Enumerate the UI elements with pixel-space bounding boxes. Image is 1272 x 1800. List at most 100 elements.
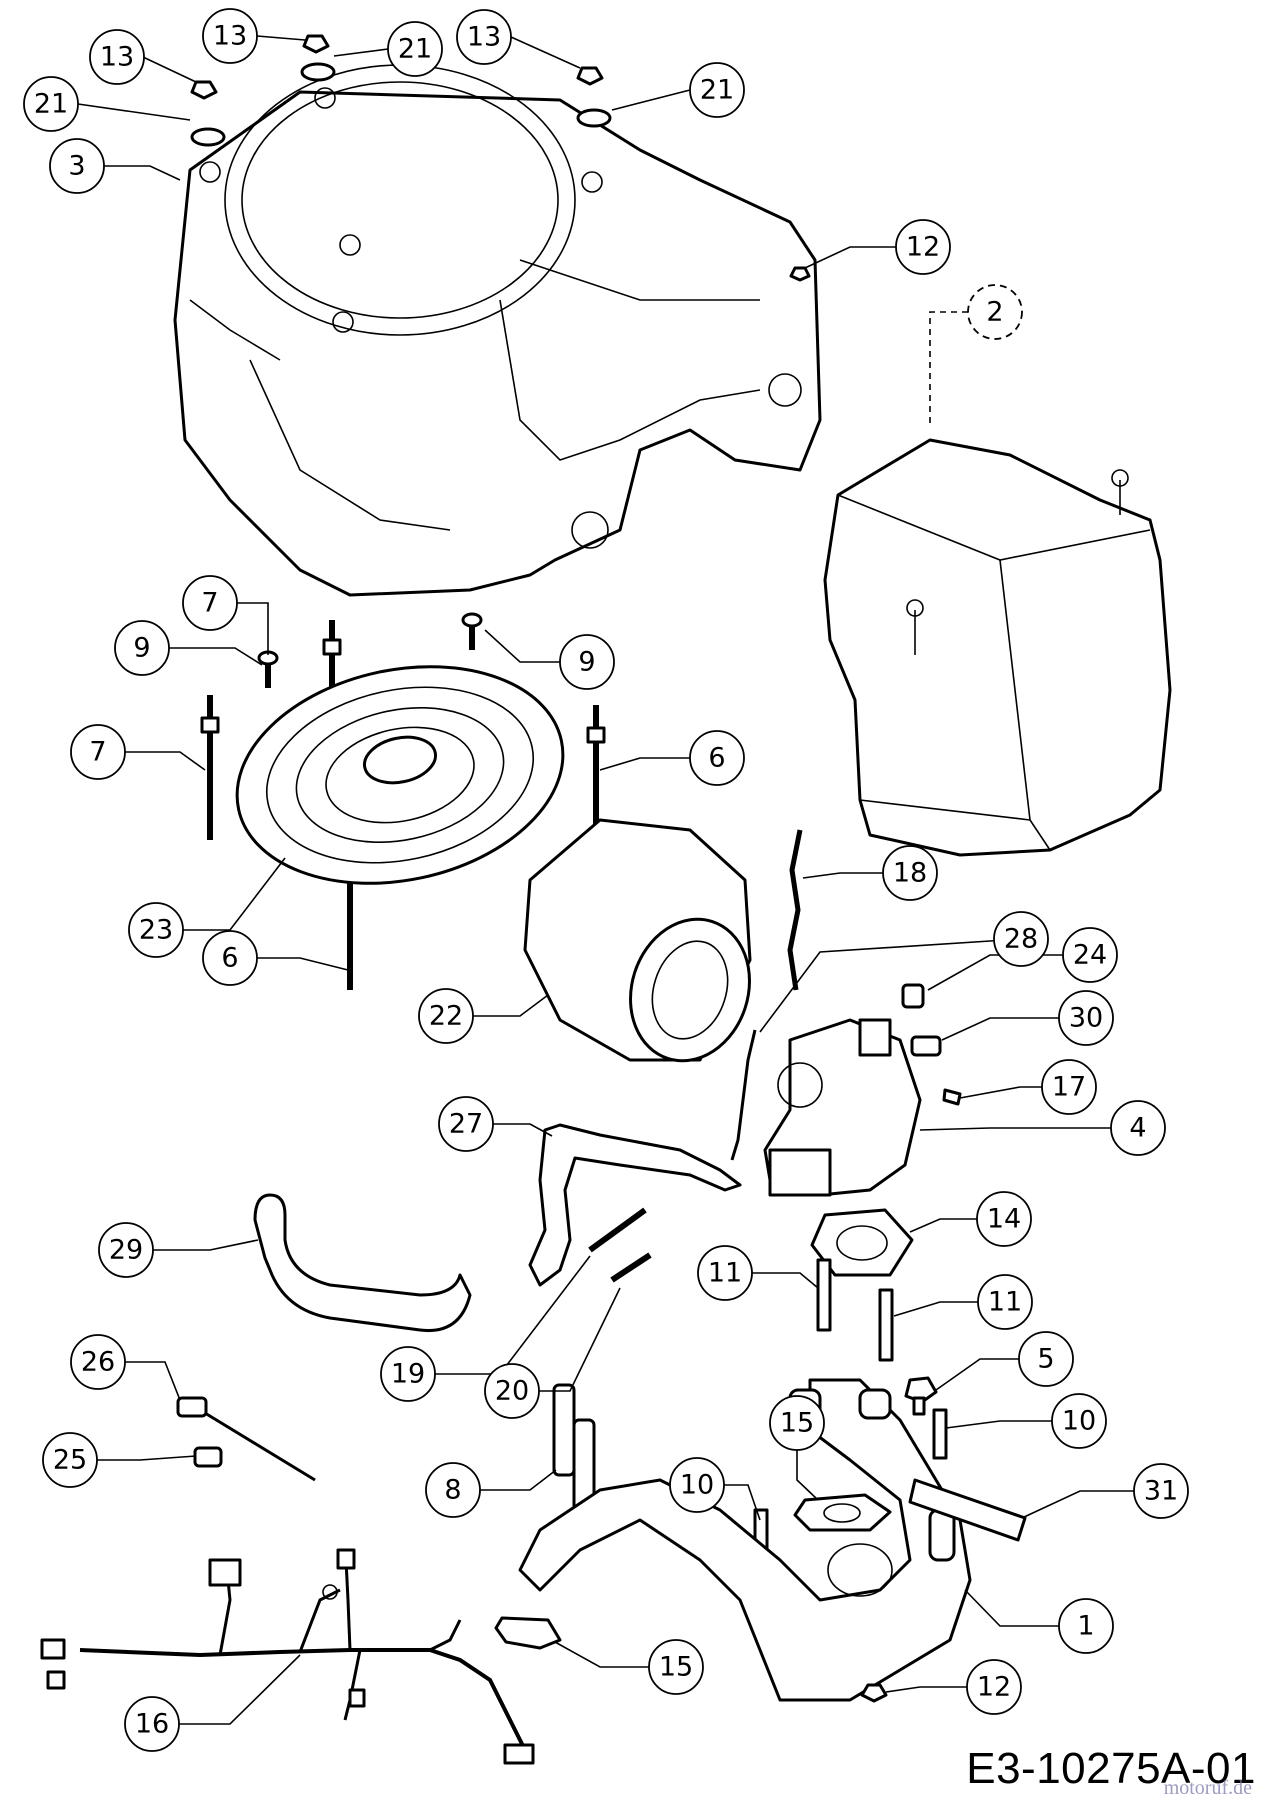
svg-text:11: 11 bbox=[708, 1258, 742, 1289]
callout-16: 16 bbox=[124, 1696, 180, 1752]
svg-text:18: 18 bbox=[893, 858, 927, 889]
svg-text:8: 8 bbox=[444, 1475, 461, 1506]
svg-text:13: 13 bbox=[467, 22, 501, 53]
callout-21: 21 bbox=[23, 76, 79, 132]
gasket-part bbox=[810, 1208, 914, 1277]
svg-text:7: 7 bbox=[89, 737, 106, 768]
sensor-parts bbox=[176, 1396, 316, 1482]
drawing-code: E3-10275A-01 bbox=[966, 1744, 1256, 1793]
spring-20-part bbox=[610, 1252, 652, 1283]
callout-29: 29 bbox=[98, 1222, 154, 1278]
callout-21: 21 bbox=[689, 62, 745, 118]
callout-10: 10 bbox=[669, 1457, 725, 1513]
svg-text:6: 6 bbox=[708, 743, 725, 774]
callout-bubbles: 13 13 13 21 21 21 3 12 2 7 9 9 7 6 23 6 … bbox=[23, 8, 1189, 1752]
svg-text:4: 4 bbox=[1129, 1113, 1146, 1144]
callout-7: 7 bbox=[70, 724, 126, 780]
svg-text:24: 24 bbox=[1073, 940, 1107, 971]
shim-plate-part bbox=[908, 1478, 1027, 1542]
wiring-harness-part bbox=[40, 1548, 535, 1765]
callout-28: 28 bbox=[993, 911, 1049, 967]
svg-text:10: 10 bbox=[1062, 1406, 1096, 1437]
callout-11: 11 bbox=[977, 1274, 1033, 1330]
bolt-part bbox=[904, 1376, 938, 1416]
callout-4: 4 bbox=[1110, 1100, 1166, 1156]
svg-text:17: 17 bbox=[1052, 1072, 1086, 1103]
nut-and-grommet-parts bbox=[190, 34, 811, 282]
svg-text:3: 3 bbox=[68, 151, 85, 182]
svg-text:20: 20 bbox=[495, 1376, 529, 1407]
callout-2: 2 bbox=[967, 284, 1023, 340]
svg-text:7: 7 bbox=[201, 588, 218, 619]
callout-13: 13 bbox=[456, 9, 512, 65]
svg-text:6: 6 bbox=[221, 943, 238, 974]
carburetor-part bbox=[763, 1018, 922, 1197]
callout-5: 5 bbox=[1018, 1331, 1074, 1387]
callout-15: 15 bbox=[769, 1395, 825, 1451]
blower-housing-part bbox=[173, 64, 822, 597]
svg-text:10: 10 bbox=[680, 1470, 714, 1501]
svg-text:22: 22 bbox=[429, 1001, 463, 1032]
svg-text:28: 28 bbox=[1004, 924, 1038, 955]
svg-text:2: 2 bbox=[986, 297, 1003, 328]
linkage-rod-part bbox=[730, 1029, 757, 1161]
nut-part bbox=[860, 1683, 888, 1703]
callout-8: 8 bbox=[425, 1462, 481, 1518]
control-bracket-part bbox=[528, 1123, 742, 1287]
svg-text:9: 9 bbox=[133, 633, 150, 664]
callout-20: 20 bbox=[484, 1363, 540, 1419]
svg-text:31: 31 bbox=[1144, 1476, 1178, 1507]
callout-23: 23 bbox=[128, 902, 184, 958]
svg-text:23: 23 bbox=[139, 915, 173, 946]
svg-text:26: 26 bbox=[81, 1347, 115, 1378]
callout-3: 3 bbox=[49, 138, 105, 194]
svg-text:13: 13 bbox=[213, 21, 247, 52]
fuel-tank-part bbox=[823, 438, 1172, 857]
callout-1: 1 bbox=[1058, 1598, 1114, 1654]
svg-text:25: 25 bbox=[53, 1445, 87, 1476]
callout-14: 14 bbox=[976, 1191, 1032, 1247]
svg-text:11: 11 bbox=[988, 1287, 1022, 1318]
svg-text:30: 30 bbox=[1069, 1003, 1103, 1034]
screw-parts bbox=[552, 1383, 596, 1512]
callout-18: 18 bbox=[882, 845, 938, 901]
svg-text:12: 12 bbox=[977, 1672, 1011, 1703]
callout-25: 25 bbox=[42, 1432, 98, 1488]
callout-27: 27 bbox=[438, 1096, 494, 1152]
svg-text:16: 16 bbox=[135, 1709, 169, 1740]
callout-12: 12 bbox=[895, 219, 951, 275]
spring-part bbox=[787, 829, 803, 991]
callout-15: 15 bbox=[648, 1639, 704, 1695]
callout-6: 6 bbox=[689, 730, 745, 786]
callout-24: 24 bbox=[1062, 927, 1118, 983]
svg-text:21: 21 bbox=[398, 34, 432, 65]
svg-text:15: 15 bbox=[659, 1652, 693, 1683]
svg-text:14: 14 bbox=[987, 1204, 1021, 1235]
breather-tube-part bbox=[253, 1193, 472, 1333]
svg-text:21: 21 bbox=[700, 75, 734, 106]
callout-7: 7 bbox=[182, 575, 238, 631]
callout-21: 21 bbox=[387, 21, 443, 77]
callout-31: 31 bbox=[1133, 1463, 1189, 1519]
svg-text:5: 5 bbox=[1037, 1344, 1054, 1375]
callout-22: 22 bbox=[418, 988, 474, 1044]
svg-text:21: 21 bbox=[34, 89, 68, 120]
callout-30: 30 bbox=[1058, 990, 1114, 1046]
callout-10: 10 bbox=[1051, 1393, 1107, 1449]
svg-text:27: 27 bbox=[449, 1109, 483, 1140]
callout-6: 6 bbox=[202, 930, 258, 986]
manifold-gasket-parts bbox=[494, 1493, 892, 1650]
callout-26: 26 bbox=[70, 1334, 126, 1390]
callout-19: 19 bbox=[380, 1346, 436, 1402]
callout-13: 13 bbox=[89, 29, 145, 85]
air-filter-part bbox=[523, 818, 752, 1063]
svg-text:13: 13 bbox=[100, 42, 134, 73]
svg-text:9: 9 bbox=[578, 647, 595, 678]
watermark: motoruf.de bbox=[1163, 1777, 1252, 1799]
callout-11: 11 bbox=[697, 1245, 753, 1301]
svg-text:15: 15 bbox=[780, 1408, 814, 1439]
svg-text:12: 12 bbox=[906, 232, 940, 263]
callout-9: 9 bbox=[114, 620, 170, 676]
callout-13: 13 bbox=[202, 8, 258, 64]
